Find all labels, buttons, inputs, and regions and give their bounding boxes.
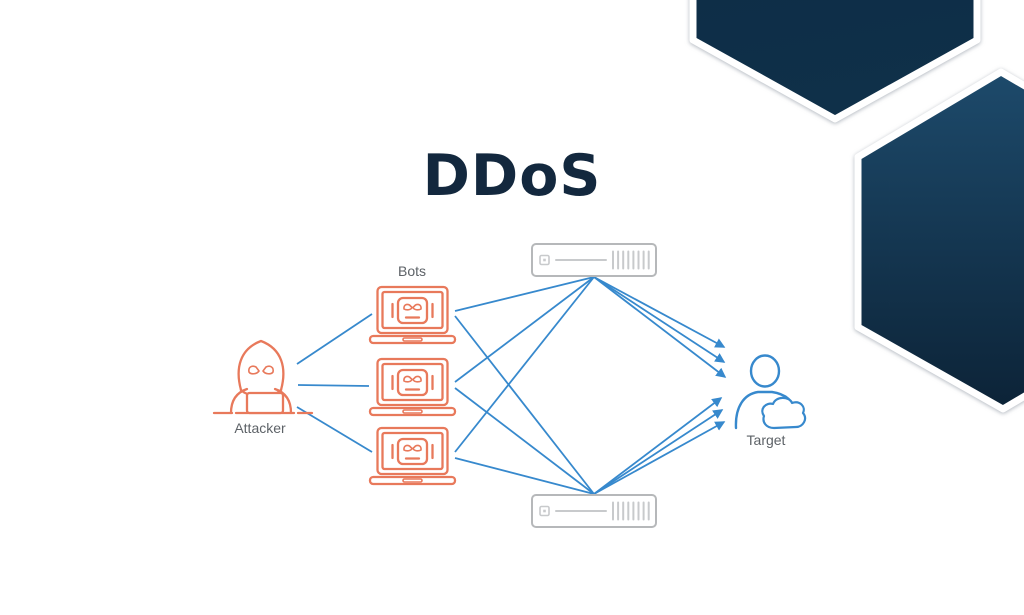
page-title: DDoS [422, 143, 602, 209]
attack-arrows-top [593, 276, 727, 378]
attack-arrows-bottom [593, 397, 726, 495]
robot-laptop-icon-1 [368, 285, 457, 345]
server-icon-bottom [531, 494, 657, 528]
hexagon-decoration-top [689, 0, 981, 123]
cloud-icon [761, 396, 807, 430]
bot-to-server-lines [454, 276, 595, 495]
hexagon-decoration-right [854, 68, 1024, 413]
hooded-attacker-icon [212, 339, 314, 415]
robot-laptop-icon-2 [368, 357, 457, 417]
target-label: Target [746, 432, 786, 448]
robot-laptop-icon-3 [368, 426, 457, 486]
bots-label: Bots [397, 263, 427, 279]
attacker-to-bot-lines [296, 313, 373, 453]
server-icon-top [531, 243, 657, 277]
target-person-icon [734, 354, 807, 430]
attacker-label: Attacker [234, 420, 286, 436]
